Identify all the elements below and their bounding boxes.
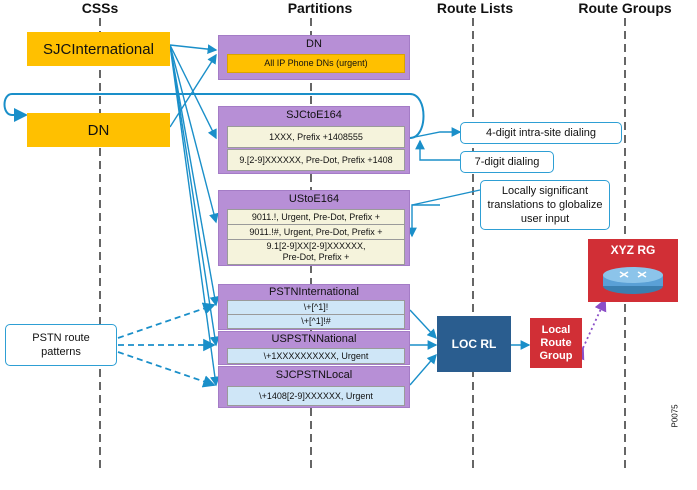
css-dn: DN (27, 113, 170, 147)
callout-intra-site: 4-digit intra-site dialing (460, 122, 622, 144)
partition-uspstnnational: USPSTNNational \+1XXXXXXXXXX, Urgent (218, 331, 410, 365)
partition-ustoe164-title: UStoE164 (288, 193, 340, 205)
callout-line-local (411, 189, 481, 206)
arrow-pstn-pstnintl (117, 302, 216, 339)
arrow-localrg-xyz (572, 298, 607, 361)
partition-ustoe164-row: 9.1[2-9]XX[2-9]XXXXXX, Pre-Dot, Prefix + (227, 239, 405, 265)
callout-seven-digit: 7-digit dialing (460, 151, 554, 173)
partition-sjcpstnlocal-row: \+1408[2-9]XXXXXX, Urgent (227, 386, 405, 406)
partition-pstninternational-row: \+[^1]! (227, 300, 405, 315)
loop-arrow (3, 93, 425, 139)
arrow-sjc-pstnintl (169, 44, 220, 307)
partition-sjctoe164-row: 1XXX, Prefix +1408555 (227, 126, 405, 148)
partition-sjcpstnlocal-title: SJCPSTNLocal (275, 369, 353, 381)
route-group-xyz: XYZ RG (588, 239, 678, 302)
partition-dn: DN All IP Phone DNs (urgent) (218, 35, 410, 80)
callout-pstn-route-patterns: PSTN route patterns (5, 324, 117, 366)
partition-sjctoe164-title: SJCtoE164 (286, 109, 342, 121)
arrow-sjc-sjcpstn (169, 44, 220, 387)
arrow-sjc-dn (169, 44, 218, 54)
router-icon (603, 267, 663, 294)
partition-uspstnnational-row: \+1XXXXXXXXXX, Urgent (227, 348, 405, 364)
css-dn-label: DN (87, 121, 110, 139)
callout-locally-significant: Locally significant translations to glob… (480, 180, 610, 230)
partition-sjctoe164: SJCtoE164 1XXX, Prefix +1408555 9.[2-9]X… (218, 106, 410, 174)
local-route-group: Local Route Group (530, 318, 582, 368)
partition-pstninternational-title: PSTNInternational (269, 286, 359, 298)
partition-ustoe164: UStoE164 9011.!, Urgent, Pre-Dot, Prefix… (218, 190, 410, 266)
header-partitions: Partitions (287, 0, 353, 16)
route-group-xyz-label: XYZ RG (610, 243, 656, 257)
partition-sjctoe164-row: 9.[2-9]XXXXXX, Pre-Dot, Prefix +1408 (227, 149, 405, 171)
arrow-pstnintl-locrl (409, 309, 437, 340)
partition-dn-title: DN (306, 38, 322, 50)
partition-dn-row: All IP Phone DNs (urgent) (227, 54, 405, 73)
partition-sjcpstnlocal: SJCPSTNLocal \+1408[2-9]XXXXXX, Urgent (218, 366, 410, 408)
partition-ustoe164-row: 9011.!, Urgent, Pre-Dot, Prefix + (227, 209, 405, 225)
partition-pstninternational: PSTNInternational \+[^1]! \+[^1]!# (218, 284, 410, 330)
css-sjcinternational-label: SJCInternational (43, 40, 154, 58)
callout-line-local-to-ustoe (407, 204, 440, 238)
partition-ustoe164-row: 9011.!#, Urgent, Pre-Dot, Prefix + (227, 224, 405, 240)
callout-line-intra (409, 127, 462, 139)
callout-line-seven (415, 139, 460, 161)
partition-pstninternational-row: \+[^1]!# (227, 314, 405, 329)
header-csss: CSSs (81, 0, 119, 16)
arrow-sjc-ustoe164 (169, 44, 219, 224)
arrow-dn-dn (169, 53, 217, 128)
figure-id: P0075 (670, 404, 680, 428)
css-sjcinternational: SJCInternational (27, 32, 170, 66)
arrow-pstn-sjcpstn (117, 351, 216, 388)
arrow-sjcpstn-locrl (409, 353, 437, 386)
route-list-loc-rl: LOC RL (437, 316, 511, 372)
partition-uspstnnational-title: USPSTNNational (271, 333, 357, 345)
header-route-lists: Route Lists (436, 0, 514, 16)
header-route-groups: Route Groups (578, 0, 672, 16)
